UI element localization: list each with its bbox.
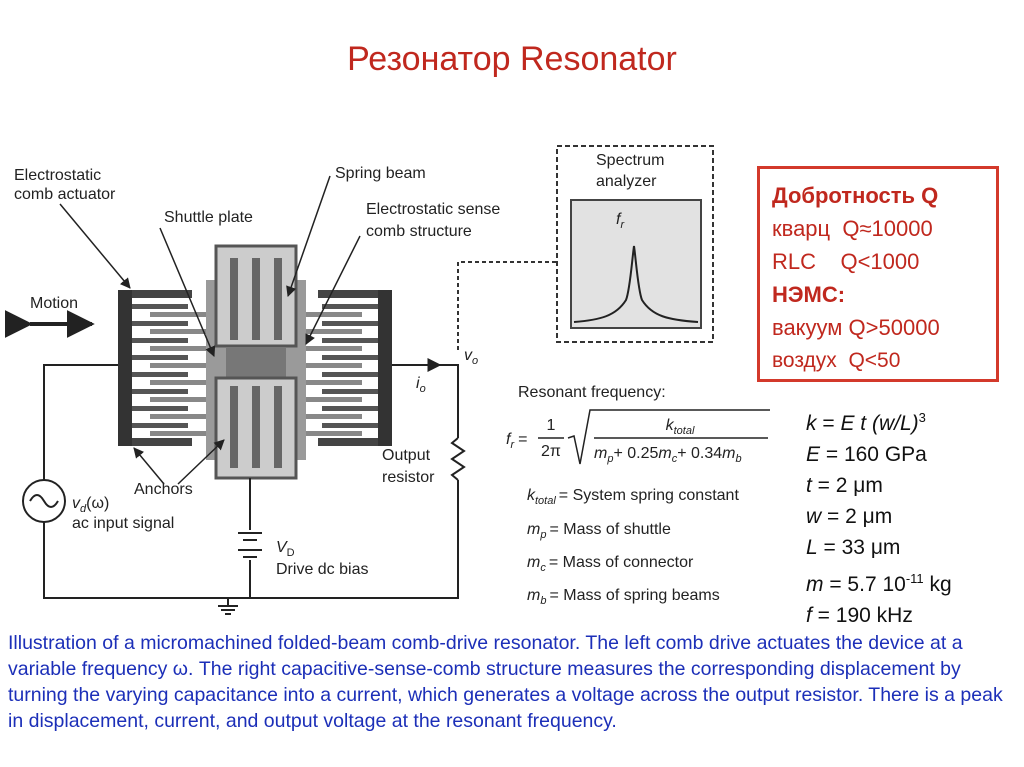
- formula-definitions: ktotal= System spring constant mp= Mass …: [527, 487, 739, 607]
- param-f: f = 190 kHz: [806, 604, 913, 627]
- spectrum-analyzer: Spectrum analyzer fr: [556, 145, 714, 343]
- comb-finger: [132, 423, 188, 428]
- comb-finger: [132, 372, 188, 377]
- comb-finger: [132, 338, 188, 343]
- param-m: m = 5.7 10-11 kg: [806, 571, 952, 596]
- q-nems: НЭМС:: [772, 282, 846, 307]
- label-spectrum: Spectrum: [596, 152, 664, 169]
- label-anchors: Anchors: [134, 481, 193, 498]
- ac-source-symbol: [22, 479, 66, 523]
- comb-finger: [306, 380, 362, 385]
- label-vd: VD: [276, 539, 295, 559]
- formula-denominator-2pi: 2π: [541, 443, 561, 460]
- comb-finger: [150, 431, 206, 436]
- label-output-resistor-1: Output: [382, 447, 431, 464]
- label-fr-peak: fr: [616, 211, 625, 231]
- comb-finger: [132, 355, 188, 360]
- label-electrostatic-comb-2: comb actuator: [14, 186, 116, 203]
- formula-denominator-masses: mp+ 0.25mc+ 0.34mb: [594, 445, 742, 465]
- q-quartz: кварц Q≈10000: [772, 216, 933, 241]
- param-w: w = 2 μm: [806, 505, 893, 528]
- comb-finger: [306, 414, 362, 419]
- comb-finger: [306, 363, 362, 368]
- left-comb-actuator: [118, 290, 206, 446]
- comb-finger: [322, 406, 378, 411]
- resonance-peak-curve: [573, 245, 699, 323]
- resonant-frequency-formula: Resonant frequency: fr= 1 2π ktotal mp+ …: [506, 384, 770, 465]
- comb-finger: [150, 414, 206, 419]
- comb-finger: [322, 338, 378, 343]
- param-k: k = E t (w/L)3: [806, 410, 926, 435]
- param-L: L = 33 μm: [806, 536, 901, 559]
- label-vo: vo: [464, 347, 478, 367]
- param-t: t = 2 μm: [806, 474, 883, 497]
- comb-finger: [150, 312, 206, 317]
- spring-beams: [214, 244, 298, 480]
- definition-mp: mp= Mass of shuttle: [527, 521, 671, 541]
- definition-mb: mb= Mass of spring beams: [527, 587, 720, 607]
- label-shuttle-plate: Shuttle plate: [164, 209, 253, 226]
- formula-numerator-k: ktotal: [666, 417, 695, 437]
- label-vd-omega: vd(ω): [72, 495, 109, 515]
- comb-finger: [132, 304, 188, 309]
- slide-title: Резонатор Resonator: [347, 40, 677, 78]
- comb-finger: [322, 423, 378, 428]
- comb-finger: [150, 346, 206, 351]
- comb-finger: [132, 389, 188, 394]
- parameter-list: k = E t (w/L)3 E = 160 GPa t = 2 μm w = …: [806, 402, 952, 631]
- formula-sqrt-sign: [567, 409, 770, 465]
- comb-finger: [322, 389, 378, 394]
- comb-finger: [322, 321, 378, 326]
- comb-finger: [306, 431, 362, 436]
- label-io: io: [416, 375, 426, 395]
- right-sense-comb: [306, 290, 392, 446]
- q-air: воздух Q<50: [772, 349, 901, 372]
- comb-finger: [306, 312, 362, 317]
- param-E: E = 160 GPa: [806, 443, 927, 466]
- comb-finger: [150, 363, 206, 368]
- label-analyzer: analyzer: [596, 173, 657, 190]
- label-motion: Motion: [30, 295, 78, 312]
- definition-k-total: ktotal= System spring constant: [527, 487, 739, 507]
- label-ac-input-signal: ac input signal: [72, 515, 174, 532]
- dc-bias-battery: [238, 532, 262, 558]
- quality-factor-box: Добротность Q кварц Q≈10000 RLC Q<1000 Н…: [757, 166, 999, 382]
- comb-finger: [132, 406, 188, 411]
- comb-finger: [322, 372, 378, 377]
- comb-finger: [150, 380, 206, 385]
- comb-finger: [322, 304, 378, 309]
- formula-lhs: fr=: [506, 431, 527, 451]
- q-vacuum: вакуум Q>50000: [772, 315, 940, 340]
- label-drive-dc-bias: Drive dc bias: [276, 561, 368, 578]
- q-heading: Добротность Q: [772, 183, 939, 208]
- comb-finger: [322, 355, 378, 360]
- ground-symbol: [218, 605, 238, 615]
- formula-numerator-1: 1: [547, 417, 556, 434]
- definition-mc: mc= Mass of connector: [527, 554, 694, 574]
- comb-finger: [150, 397, 206, 402]
- label-sense-comb-1: Electrostatic sense: [366, 201, 500, 218]
- formula-heading: Resonant frequency:: [518, 384, 666, 401]
- comb-finger: [306, 329, 362, 334]
- comb-finger: [150, 329, 206, 334]
- label-output-resistor-2: resistor: [382, 469, 435, 486]
- comb-finger: [306, 346, 362, 351]
- output-resistor-symbol: [450, 437, 466, 481]
- analyzer-link-line: [457, 261, 556, 350]
- comb-finger: [306, 397, 362, 402]
- q-rlc: RLC Q<1000: [772, 249, 920, 274]
- label-sense-comb-2: comb structure: [366, 223, 472, 240]
- label-leaders: [59, 175, 361, 485]
- label-electrostatic-comb-1: Electrostatic: [14, 167, 101, 184]
- label-spring-beam: Spring beam: [335, 165, 426, 182]
- comb-finger: [132, 321, 188, 326]
- figure-caption: Illustration of a micromachined folded-b…: [8, 632, 1003, 732]
